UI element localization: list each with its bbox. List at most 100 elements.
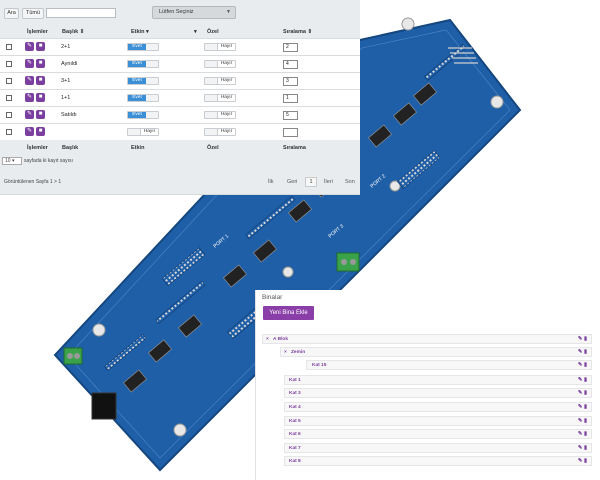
tree-item-label: Kat 8: [289, 459, 301, 464]
delete-icon[interactable]: ■: [36, 127, 45, 136]
buildings-panel: Binalar Yeni Bina Ekle × A Blok ✎ ▮ × Ze…: [255, 290, 600, 480]
tree-item[interactable]: Kat 4 ✎ ▮: [284, 402, 592, 412]
col-special-caret: ▾: [194, 29, 197, 35]
grid-header: İşlemler Başlık ⇕ Etkin ▾ ▾ Özel Sıralam…: [0, 27, 360, 38]
active-toggle[interactable]: Hayır: [127, 128, 159, 136]
all-button[interactable]: Tümü: [22, 8, 44, 19]
tree-item-label: Kat 7: [289, 446, 301, 451]
order-input[interactable]: 2: [283, 43, 298, 52]
add-building-button[interactable]: Yeni Bina Ekle: [263, 306, 314, 320]
edit-icon[interactable]: ✎: [25, 110, 34, 119]
edit-delete-icons[interactable]: ✎ ▮: [577, 336, 587, 342]
order-input[interactable]: 4: [283, 60, 298, 69]
edit-delete-icons[interactable]: ✎ ▮: [577, 362, 587, 368]
special-toggle[interactable]: Hayır: [204, 77, 236, 85]
edit-delete-icons[interactable]: ✎ ▮: [577, 404, 587, 410]
table-row-new: ✎ ■ Hayır Hayır: [0, 123, 360, 140]
delete-icon[interactable]: ■: [36, 93, 45, 102]
table-row: ✎ ■ 1+1 Evet Hayır 1: [0, 89, 360, 106]
tree-item-label: Kat 15: [312, 363, 327, 368]
tree-item[interactable]: × A Blok ✎ ▮: [262, 334, 592, 344]
delete-icon[interactable]: ■: [36, 59, 45, 68]
edit-icon[interactable]: ✎: [25, 127, 34, 136]
search-input[interactable]: [46, 8, 116, 18]
current-page-button[interactable]: 1: [305, 177, 317, 187]
tree-item[interactable]: Kat 15 ✎ ▮: [306, 360, 592, 370]
foot-col-actions: İşlemler: [27, 145, 48, 151]
special-toggle[interactable]: Hayır: [204, 94, 236, 102]
foot-col-title: Başlık: [62, 145, 79, 151]
order-input[interactable]: 3: [283, 77, 298, 86]
edit-delete-icons[interactable]: ✎ ▮: [577, 431, 587, 437]
tree-item-label: Kat 6: [289, 432, 301, 437]
edit-icon[interactable]: ✎: [25, 42, 34, 51]
filter-select[interactable]: Lütfen Seçiniz ▼: [152, 6, 236, 19]
row-title: 3+1: [61, 78, 71, 84]
search-button[interactable]: Ara: [4, 8, 19, 19]
toggle-label: Hayır: [217, 44, 235, 50]
toggle-label: Hayır: [217, 95, 235, 101]
col-actions: İşlemler: [27, 29, 48, 35]
tree-item-label: Kat 3: [289, 391, 301, 396]
tree-item[interactable]: × Zemin ✎ ▮: [280, 347, 592, 357]
delete-icon[interactable]: ■: [36, 110, 45, 119]
edit-icon[interactable]: ✎: [25, 93, 34, 102]
row-title: Satıldı: [61, 112, 77, 118]
special-toggle[interactable]: Hayır: [204, 128, 236, 136]
edit-icon[interactable]: ✎: [25, 76, 34, 85]
edit-delete-icons[interactable]: ✎ ▮: [577, 418, 587, 424]
tree-item[interactable]: Kat 8 ✎ ▮: [284, 456, 592, 466]
active-toggle[interactable]: Evet: [127, 43, 159, 51]
active-toggle[interactable]: Evet: [127, 94, 159, 102]
special-toggle[interactable]: Hayır: [204, 60, 236, 68]
special-toggle[interactable]: Hayır: [204, 111, 236, 119]
order-input[interactable]: 1: [283, 94, 298, 103]
next-page-button[interactable]: İleri: [324, 179, 333, 185]
edit-icon[interactable]: ✎: [25, 59, 34, 68]
row-checkbox[interactable]: [6, 95, 12, 101]
edit-delete-icons[interactable]: ✎ ▮: [577, 377, 587, 383]
row-title: Aynıldi: [61, 61, 78, 67]
row-checkbox[interactable]: [6, 129, 12, 135]
special-toggle[interactable]: Hayır: [204, 43, 236, 51]
delete-icon[interactable]: ■: [36, 42, 45, 51]
page-size-select[interactable]: 10 ▾: [2, 157, 22, 165]
last-page-button[interactable]: Son: [345, 179, 355, 185]
order-input[interactable]: 5: [283, 111, 298, 120]
edit-delete-icons[interactable]: ✎ ▮: [577, 349, 587, 355]
tree-item-label: Kat 1: [289, 378, 301, 383]
order-input[interactable]: [283, 128, 298, 137]
collapse-icon[interactable]: ×: [284, 350, 287, 355]
active-toggle[interactable]: Evet: [127, 111, 159, 119]
col-title[interactable]: Başlık ⇕: [62, 29, 85, 35]
tree-item[interactable]: Kat 5 ✎ ▮: [284, 416, 592, 426]
tree-item[interactable]: Kat 6 ✎ ▮: [284, 429, 592, 439]
first-page-button[interactable]: İlk: [268, 179, 274, 185]
toggle-label: Evet: [128, 95, 146, 101]
foot-col-active: Etkin: [131, 145, 145, 151]
prev-page-button[interactable]: Geri: [287, 179, 298, 185]
chevron-down-icon: ▼: [226, 9, 231, 15]
row-checkbox[interactable]: [6, 61, 12, 67]
collapse-icon[interactable]: ×: [266, 337, 269, 342]
toggle-label: Hayır: [217, 78, 235, 84]
active-toggle[interactable]: Evet: [127, 60, 159, 68]
filter-select-label: Lütfen Seçiniz: [159, 9, 194, 15]
row-checkbox[interactable]: [6, 44, 12, 50]
tree-item[interactable]: Kat 1 ✎ ▮: [284, 375, 592, 385]
grid-footer-header: İşlemler Başlık Etkin Özel Sıralama: [0, 143, 360, 154]
tree-item[interactable]: Kat 3 ✎ ▮: [284, 388, 592, 398]
row-checkbox[interactable]: [6, 112, 12, 118]
active-toggle[interactable]: Evet: [127, 77, 159, 85]
col-active[interactable]: Etkin ▾: [131, 29, 149, 35]
edit-delete-icons[interactable]: ✎ ▮: [577, 390, 587, 396]
tree-item[interactable]: Kat 7 ✎ ▮: [284, 443, 592, 453]
row-checkbox[interactable]: [6, 78, 12, 84]
edit-delete-icons[interactable]: ✎ ▮: [577, 458, 587, 464]
table-row: ✎ ■ 3+1 Evet Hayır 3: [0, 72, 360, 89]
edit-delete-icons[interactable]: ✎ ▮: [577, 445, 587, 451]
delete-icon[interactable]: ■: [36, 76, 45, 85]
col-order[interactable]: Sıralama ⇕: [283, 29, 313, 35]
toggle-label: Evet: [128, 61, 146, 67]
